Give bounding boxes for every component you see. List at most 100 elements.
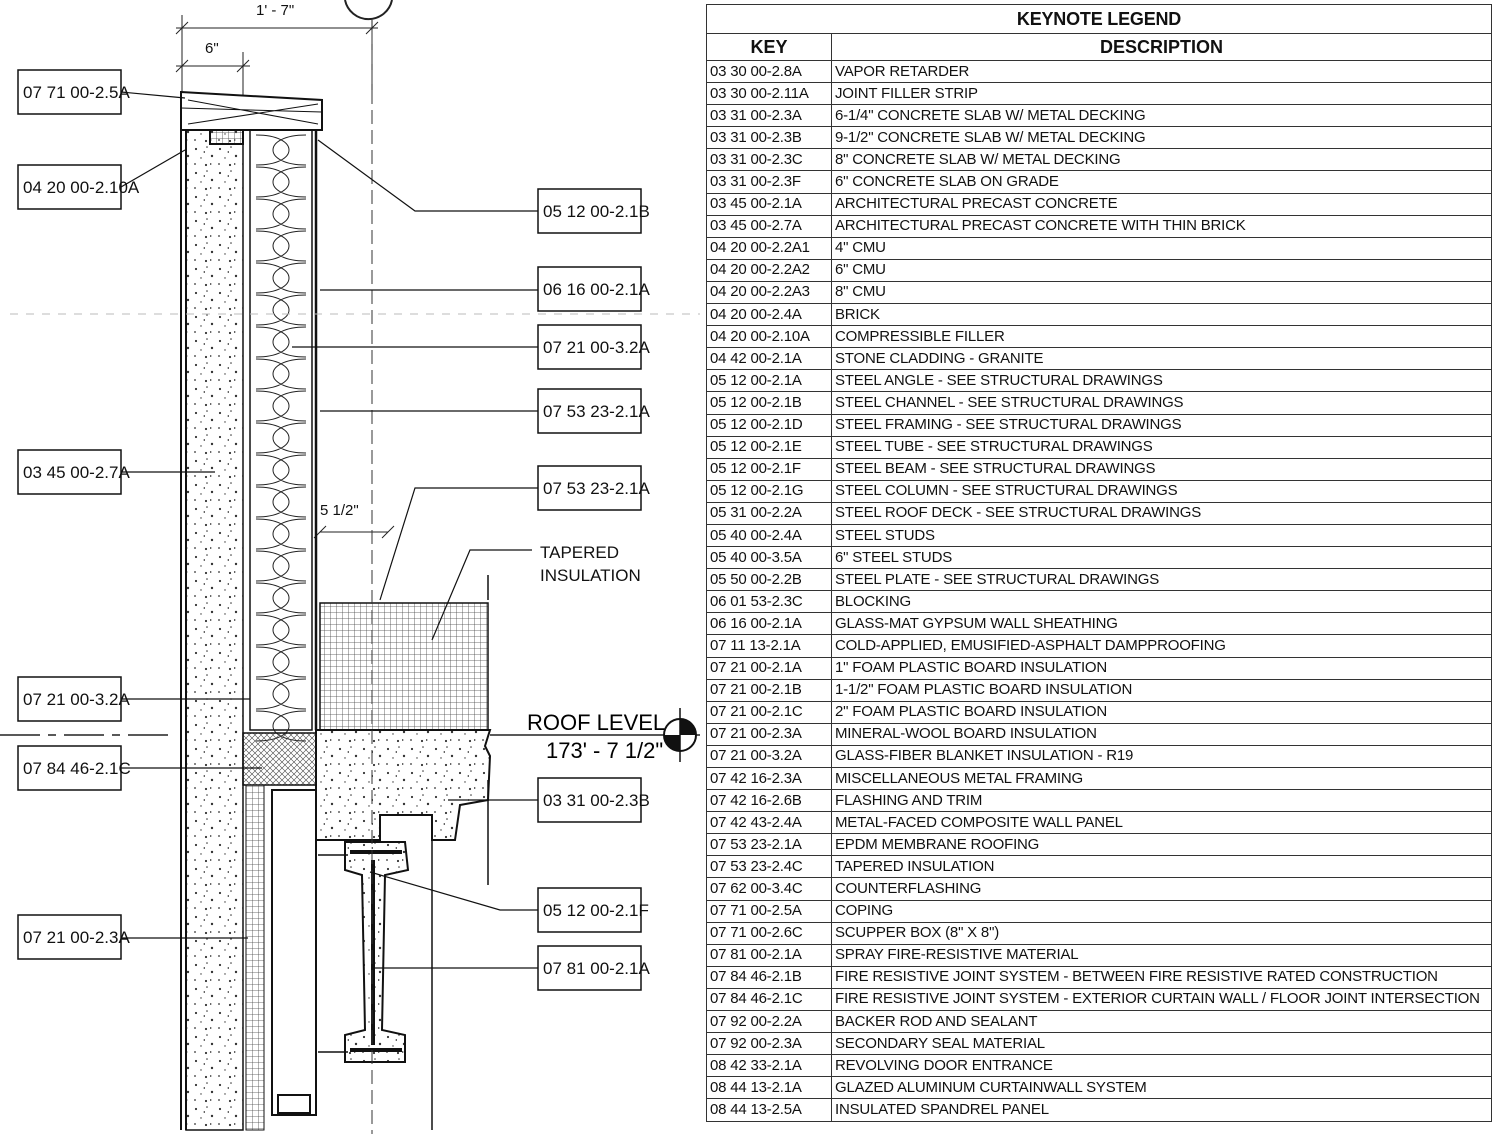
legend-key: 07 84 46-2.1B: [706, 965, 832, 989]
legend-description: SCUPPER BOX (8" X 8"): [831, 921, 1492, 945]
legend-key: 03 31 00-2.3C: [706, 148, 832, 172]
keynote-tag: 06 16 00-2.1A: [320, 266, 650, 312]
legend-key: 04 42 00-2.1A: [706, 347, 832, 371]
legend-description: GLASS-MAT GYPSUM WALL SHEATHING: [831, 612, 1492, 636]
legend-description: STEEL BEAM - SEE STRUCTURAL DRAWINGS: [831, 457, 1492, 481]
legend-description: 6" CONCRETE SLAB ON GRADE: [831, 170, 1492, 194]
legend-key: 05 12 00-2.1D: [706, 413, 832, 437]
keynote-tag: 07 84 46-2.1C: [17, 745, 262, 791]
legend-key: 07 84 46-2.1C: [706, 987, 832, 1012]
mineral-wool-insulation: [245, 784, 265, 1131]
legend-key: 07 42 43-2.4A: [706, 811, 832, 835]
legend-key: 05 40 00-2.4A: [706, 523, 832, 548]
legend-key: 07 81 00-2.1A: [706, 943, 832, 967]
keynote-tag-label: 04 20 00-2.10A: [23, 178, 140, 197]
curtainwall-frame: [271, 575, 489, 1130]
keynote-tag: 07 21 00-3.2A: [17, 676, 250, 722]
keynote-tag: 07 21 00-2.3A: [17, 914, 248, 960]
legend-description: 4" CMU: [831, 236, 1492, 260]
legend-key: 07 92 00-2.3A: [706, 1032, 832, 1056]
tapered-leader: [431, 549, 532, 641]
legend-key: 05 12 00-2.1A: [706, 369, 832, 393]
legend-key-header: KEY: [706, 33, 832, 61]
keynote-tag-label: 07 81 00-2.1A: [543, 959, 650, 978]
keynote-tag-label: 05 12 00-2.1B: [543, 202, 650, 221]
legend-key: 07 42 16-2.6B: [706, 789, 832, 813]
legend-description: INSULATED SPANDREL PANEL: [831, 1098, 1492, 1122]
legend-key: 07 42 16-2.3A: [706, 766, 832, 791]
legend-key: 05 12 00-2.1G: [706, 479, 832, 503]
legend-description: BRICK: [831, 303, 1492, 327]
legend-key: 07 21 00-2.1C: [706, 700, 832, 724]
dim-overall: 1' - 7": [256, 2, 294, 19]
legend-description: STEEL CHANNEL - SEE STRUCTURAL DRAWINGS: [831, 391, 1492, 415]
legend-description: STEEL PLATE - SEE STRUCTURAL DRAWINGS: [831, 568, 1492, 592]
legend-description: 9-1/2" CONCRETE SLAB W/ METAL DECKING: [831, 126, 1492, 150]
legend-description: 6-1/4" CONCRETE SLAB W/ METAL DECKING: [831, 104, 1492, 128]
legend-description: GLAZED ALUMINUM CURTAINWALL SYSTEM: [831, 1076, 1492, 1100]
legend-key: 05 31 00-2.2A: [706, 501, 832, 525]
keynote-tag: 07 53 23-2.1A: [320, 388, 650, 434]
legend-description: 1-1/2" FOAM PLASTIC BOARD INSULATION: [831, 678, 1492, 702]
tapered-insulation: [319, 602, 489, 731]
legend-description: ARCHITECTURAL PRECAST CONCRETE: [831, 192, 1492, 216]
dim-five-half: 5 1/2": [320, 502, 359, 519]
legend-description: 2" FOAM PLASTIC BOARD INSULATION: [831, 700, 1492, 724]
legend-key: 04 20 00-2.2A2: [706, 258, 832, 282]
legend-key: 03 45 00-2.7A: [706, 214, 832, 238]
tapered-label-line1: TAPERED: [540, 543, 619, 562]
legend-key: 07 21 00-2.1A: [706, 656, 832, 680]
keynote-tag: 04 20 00-2.10A: [17, 149, 186, 210]
legend-description: COMPRESSIBLE FILLER: [831, 325, 1492, 349]
legend-key: 05 50 00-2.2B: [706, 568, 832, 592]
keynote-tag-label: 07 71 00-2.5A: [23, 83, 130, 102]
legend-key: 05 12 00-2.1B: [706, 391, 832, 415]
keynote-legend: KEYNOTE LEGEND KEY DESCRIPTION 03 30 00-…: [706, 4, 1492, 1122]
legend-description: MINERAL-WOOL BOARD INSULATION: [831, 722, 1492, 746]
legend-key: 05 12 00-2.1E: [706, 435, 832, 459]
legend-description: COLD-APPLIED, EMUSIFIED-ASPHALT DAMPPROO…: [831, 634, 1492, 658]
legend-description: STONE CLADDING - GRANITE: [831, 347, 1492, 371]
concrete-slab: [242, 729, 492, 841]
tapered-label-line2: INSULATION: [540, 566, 641, 585]
legend-key: 07 53 23-2.1A: [706, 833, 832, 857]
legend-key: 05 40 00-3.5A: [706, 546, 832, 570]
legend-description: SECONDARY SEAL MATERIAL: [831, 1032, 1492, 1056]
coping: [180, 90, 323, 145]
legend-key: 03 31 00-2.3F: [706, 170, 832, 194]
keynote-tag: 05 12 00-2.1B: [317, 139, 650, 234]
legend-description: 6" CMU: [831, 258, 1492, 282]
legend-description: JOINT FILLER STRIP: [831, 82, 1492, 106]
legend-key: 04 20 00-2.10A: [706, 325, 832, 349]
keynote-tag-label: 07 84 46-2.1C: [23, 759, 131, 778]
wall-section-drawing: 1' - 7" 6" 5 1/2": [0, 0, 700, 1134]
keynote-tag: 07 53 23-2.1A: [379, 465, 650, 601]
legend-key: 03 31 00-2.3B: [706, 126, 832, 150]
legend-description: METAL-FACED COMPOSITE WALL PANEL: [831, 811, 1492, 835]
keynote-tag: 05 12 00-2.1F: [369, 871, 649, 933]
